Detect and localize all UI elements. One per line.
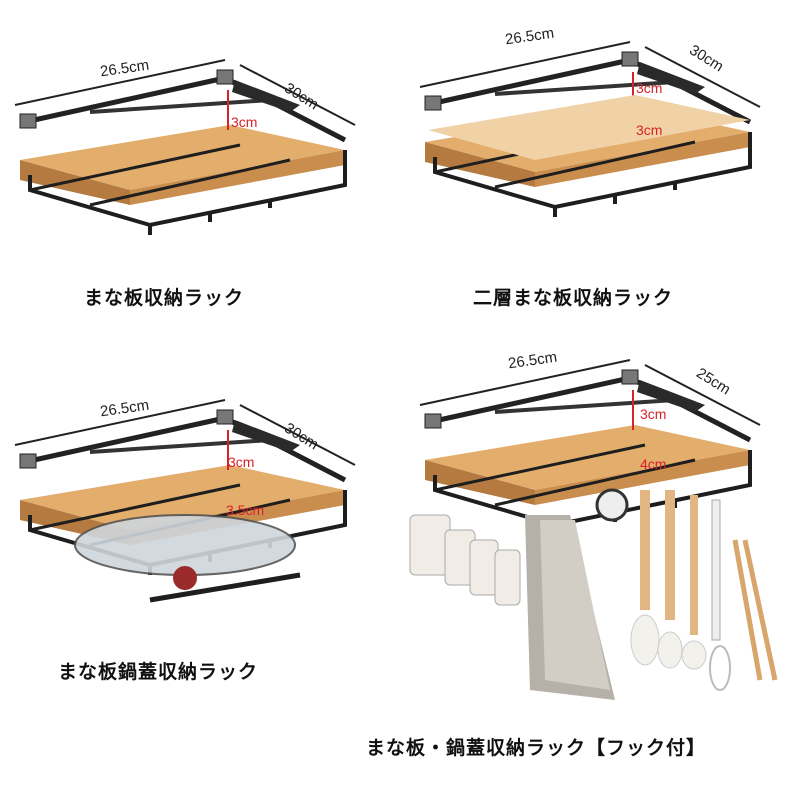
tongs	[732, 539, 763, 681]
spoon-head	[657, 631, 683, 669]
hanging-items	[409, 488, 778, 700]
caption: まな板鍋蓋収納ラック	[58, 661, 259, 683]
whisk-head	[709, 645, 731, 691]
lid-support-bar	[149, 572, 301, 603]
caption: まな板収納ラック	[84, 287, 245, 309]
utensil-handle	[640, 490, 650, 610]
mug	[409, 514, 451, 576]
caption: まな板・鍋蓋収納ラック【フック付】	[366, 737, 707, 759]
utensil-handle	[690, 495, 698, 635]
mug	[469, 539, 499, 596]
paper-roll	[595, 488, 629, 522]
rack-single	[15, 60, 355, 235]
gap-label: 3.5cm	[226, 502, 265, 518]
caption: 二層まな板収納ラック	[473, 287, 674, 309]
ladle-head	[681, 640, 707, 670]
gap-label: 3cm	[636, 80, 663, 96]
gap-label: 3cm	[640, 406, 667, 422]
lid-knob	[173, 566, 197, 590]
gap-label: 3cm	[228, 454, 255, 470]
gap-label: 4cm	[640, 456, 667, 472]
towel	[540, 520, 610, 690]
mug	[494, 549, 521, 606]
gap-label: 3cm	[636, 122, 663, 138]
tongs	[742, 539, 778, 681]
gap-label: 3cm	[231, 114, 258, 130]
spatula-head	[630, 614, 660, 666]
utensil-handle	[665, 490, 675, 620]
upper-board	[428, 95, 750, 160]
whisk-handle	[711, 499, 721, 641]
